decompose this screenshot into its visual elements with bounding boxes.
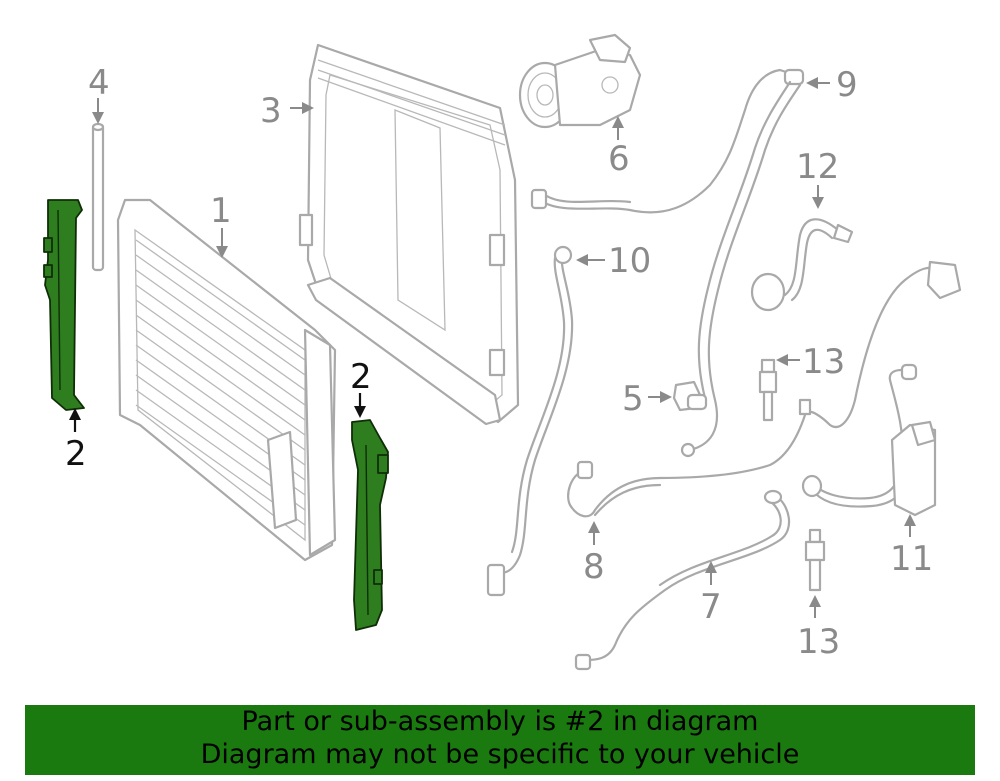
callout-13-lower: 13 [797,622,840,662]
callout-arrow-11 [904,514,916,537]
ac-compressor [518,33,642,129]
callout-arrow-12 [812,185,824,209]
callout-arrow-13-upper [776,354,800,366]
expansion-valve [672,380,708,412]
callout-arrow-10 [576,254,605,266]
callout-arrow-4 [92,98,104,124]
callout-7: 7 [700,587,722,627]
pressure-switch [750,218,854,312]
liquid-line [680,80,802,458]
radiator-support-frame [298,43,520,426]
callout-12: 12 [796,147,839,187]
condenser [116,198,337,562]
callout-3: 3 [260,91,282,131]
callout-6: 6 [608,139,630,179]
seal-strip [91,122,105,272]
callout-2-right: 2 [350,357,372,397]
banner-line-1: Part or sub-assembly is #2 in diagram [241,706,759,737]
callout-5: 5 [622,379,644,419]
callout-arrow-13-lower [809,595,821,618]
ac-line-7 [574,489,791,671]
callout-arrow-5 [648,391,672,403]
receiver-dryer [801,363,937,517]
callout-arrow-1 [216,228,228,258]
callout-9: 9 [836,65,858,105]
callout-arrow-7 [705,561,717,585]
callout-8: 8 [583,547,605,587]
parts-diagram: 1 2 2 3 4 5 6 7 8 9 10 11 12 13 13 [43,33,962,671]
callout-arrow-3 [290,102,314,114]
suction-hose [530,68,805,214]
info-banner: Part or sub-assembly is #2 in diagram Di… [25,705,975,775]
callout-arrow-2-right [354,393,366,418]
bracket-part-2-left [43,199,85,411]
callout-1: 1 [210,191,232,231]
callout-arrow-6 [612,116,624,140]
sensor-lower [804,528,826,592]
callout-11: 11 [890,539,933,579]
callout-arrow-8 [588,521,600,545]
callout-10: 10 [608,241,651,281]
callout-13-upper: 13 [802,342,845,382]
callout-arrow-2-left [69,408,81,432]
callout-2-left: 2 [65,434,87,474]
sensor-upper [758,358,778,422]
callout-arrow-9 [806,77,830,89]
banner-line-2: Diagram may not be specific to your vehi… [200,739,800,770]
ac-line-8 [567,260,962,518]
callout-4: 4 [88,63,110,103]
discharge-hose [486,245,574,597]
bracket-part-2-right [351,419,389,631]
